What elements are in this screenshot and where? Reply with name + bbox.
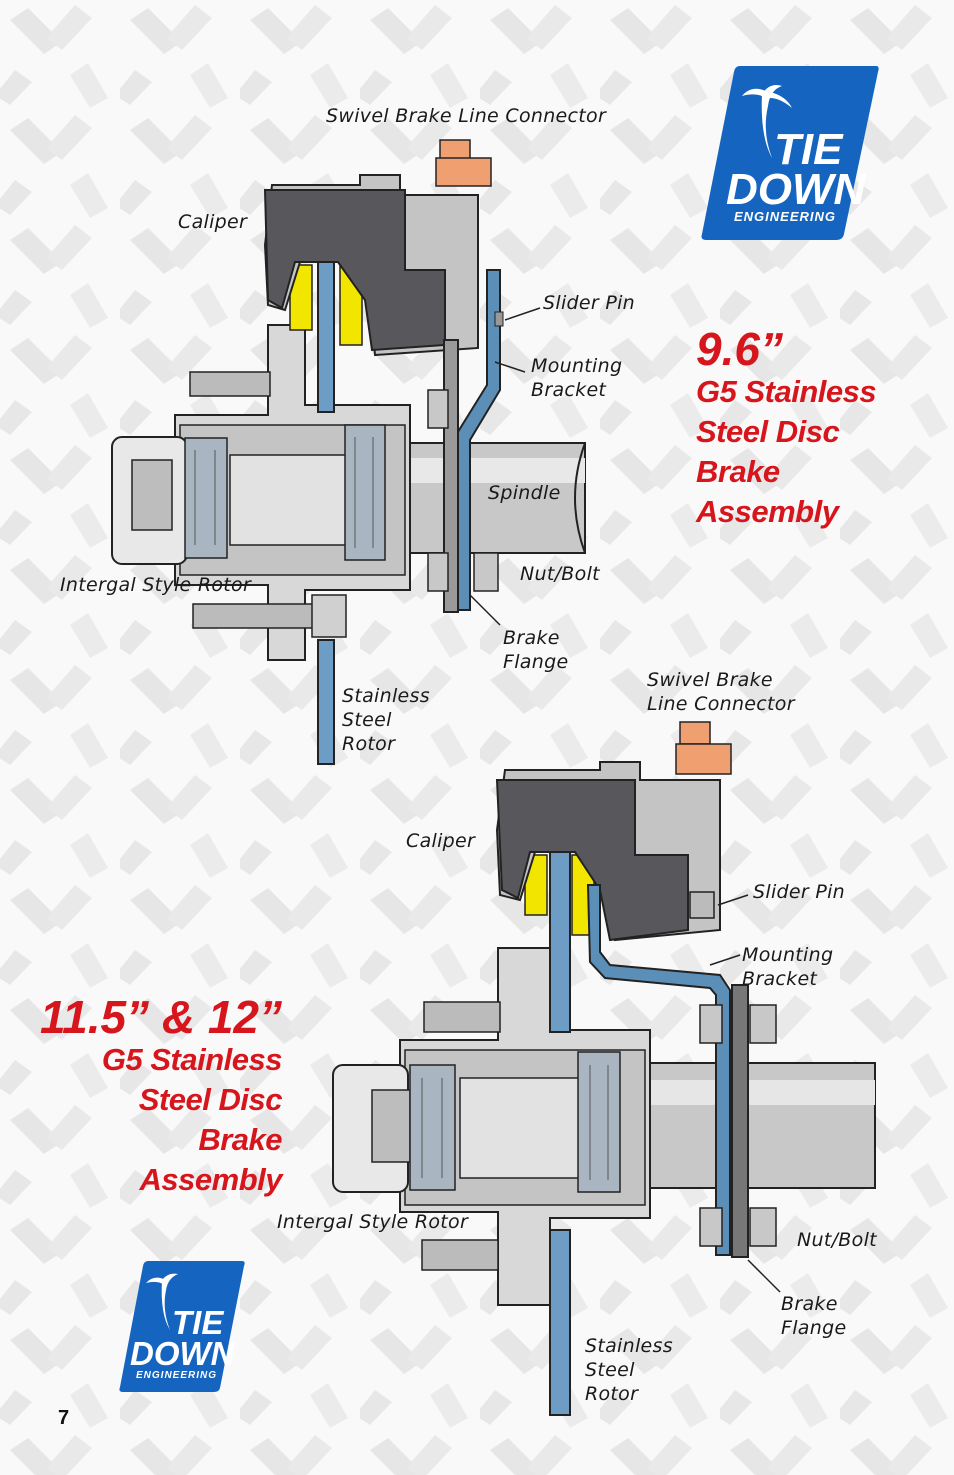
label-stainless-top-1: Stainless: [342, 685, 430, 707]
mounting-bracket: [586, 884, 731, 1256]
title-line-3-bottom: Brake: [198, 1122, 282, 1157]
stainless-rotor: [317, 261, 335, 765]
title-line-4-top: Assembly: [696, 494, 839, 529]
tie-down-logo-bottom: TIE DOWN ENGINEERING: [118, 1258, 246, 1394]
label-flange-bottom-1: Brake: [781, 1293, 838, 1315]
title-line-3-top: Brake: [696, 454, 780, 489]
title-line-1-bottom: G5 Stainless: [101, 1042, 283, 1077]
title-line-1-top: G5 Stainless: [696, 374, 877, 409]
title-size-top: 9.6”: [696, 323, 783, 375]
logo-word-down: DOWN: [130, 1335, 235, 1372]
wheel-stud: [421, 1001, 501, 1271]
label-slider-pin-top: Slider Pin: [543, 292, 635, 314]
label-caliper-bottom: Caliper: [406, 830, 476, 852]
page-number: 7: [58, 1407, 70, 1429]
label-stainless-bottom-1: Stainless: [585, 1335, 673, 1357]
label-stainless-top-2: Steel: [342, 709, 392, 731]
label-flange-top-1: Brake: [503, 627, 560, 649]
label-stainless-top-3: Rotor: [342, 733, 396, 755]
logo-word-engineering: ENGINEERING: [136, 1370, 218, 1381]
caliper: [495, 761, 721, 942]
label-mounting-bottom-2: Bracket: [742, 968, 818, 990]
brake-flange: [731, 984, 749, 1258]
wheel-stud: [189, 371, 347, 638]
nut-bolt: [427, 311, 504, 592]
leader-lines-top: [469, 307, 541, 626]
swivel-connector: [435, 139, 492, 187]
logo-badge-icon: [119, 1261, 245, 1392]
label-rotor-style-top: Intergal Style Rotor: [60, 574, 252, 596]
title-line-2-bottom: Steel Disc: [138, 1082, 283, 1117]
title-line-2-top: Steel Disc: [696, 414, 840, 449]
swivel-connector: [675, 721, 732, 775]
label-stainless-bottom-2: Steel: [585, 1359, 635, 1381]
leader-lines-bottom: [709, 894, 781, 1293]
logo-word-tie: TIE: [774, 125, 843, 174]
bearing-inner: [184, 424, 386, 561]
label-rotor-style-bottom: Intergal Style Rotor: [277, 1211, 469, 1233]
logo-word-down: DOWN: [726, 165, 866, 214]
stainless-rotor: [549, 851, 571, 1416]
spindle: [639, 1062, 876, 1189]
title-size-bottom: 11.5” & 12”: [39, 991, 282, 1043]
label-flange-bottom-2: Flange: [781, 1317, 847, 1339]
mounting-bracket: [455, 269, 501, 611]
label-mounting-top-1: Mounting: [531, 355, 623, 377]
label-nut-bolt-bottom: Nut/Bolt: [797, 1229, 877, 1251]
bearing-inner: [409, 1051, 621, 1193]
label-swivel-bottom-2: Line Connector: [647, 693, 795, 715]
title-line-4-bottom: Assembly: [139, 1162, 283, 1197]
logo-badge-icon: [701, 66, 879, 240]
label-swivel-connector-top: Swivel Brake Line Connector: [326, 105, 607, 127]
tie-down-logo-top: TIE DOWN ENGINEERING: [700, 62, 880, 242]
label-flange-top-2: Flange: [503, 651, 569, 673]
label-mounting-bottom-1: Mounting: [742, 944, 834, 966]
logo-word-engineering: ENGINEERING: [734, 209, 837, 224]
label-stainless-bottom-3: Rotor: [585, 1383, 639, 1405]
caliper: [263, 174, 479, 357]
label-slider-pin-bottom: Slider Pin: [753, 881, 845, 903]
nut-bolt: [689, 891, 777, 1247]
logo-word-tie: TIE: [172, 1304, 224, 1341]
label-caliper-top: Caliper: [178, 211, 248, 233]
label-nut-bolt-top: Nut/Bolt: [520, 563, 600, 585]
label-mounting-top-2: Bracket: [531, 379, 607, 401]
label-swivel-bottom-1: Swivel Brake: [647, 669, 773, 691]
label-spindle-top: Spindle: [488, 482, 561, 504]
